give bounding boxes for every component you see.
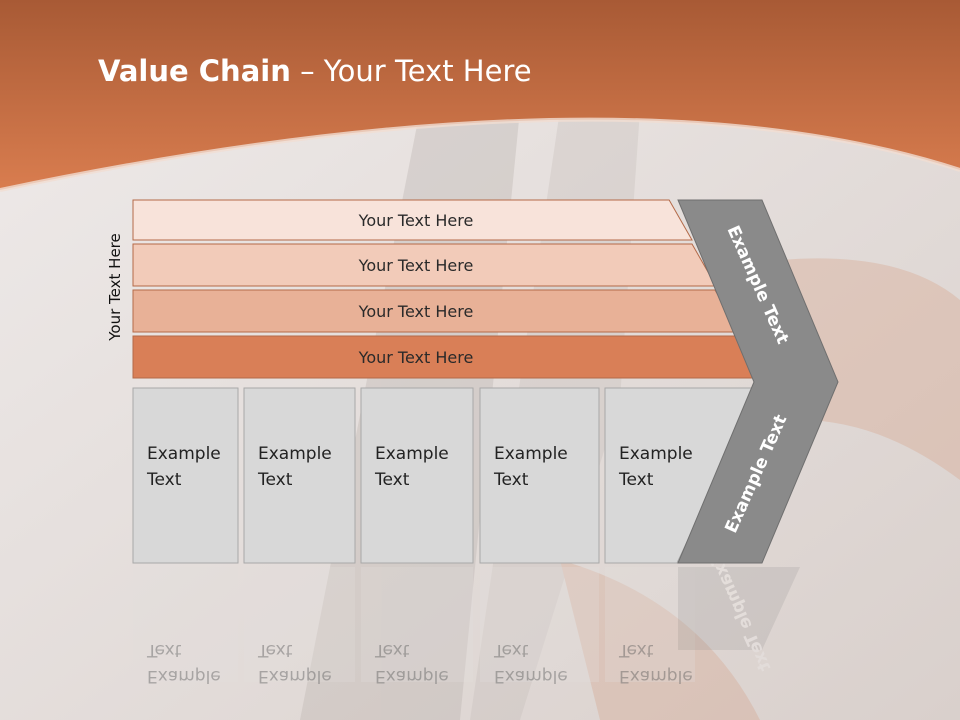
chevron-shape [677,199,839,564]
band-1 [132,199,693,241]
box-5-reflection-line2: Text [618,640,654,660]
box-1-line2: Text [146,470,182,490]
band-3-label: Your Text Here [358,302,474,321]
chevron-reflection: Example Text [678,550,800,674]
box-1 [132,387,239,564]
band-4-label: Your Text Here [358,348,474,367]
box-2-reflection: Example Text [244,567,355,686]
box-2-line1: Example [258,444,332,464]
box-4-reflection-line2: Text [493,640,529,660]
box-1-line1: Example [147,444,221,464]
box-4-line2: Text [493,470,529,490]
box-3 [360,387,474,564]
box-3-line1: Example [375,444,449,464]
box-5-line2: Text [618,470,654,490]
box-1-reflection: Example Text [133,567,238,686]
box-5-reflection: Example Text [605,567,695,686]
box-2 [243,387,356,564]
box-3-reflection: Example Text [361,567,473,686]
box-1-reflection-line1: Example [147,666,221,686]
title-rest: – Your Text Here [290,54,532,88]
box-3-reflection-line2: Text [374,640,410,660]
box-5-line1: Example [619,444,693,464]
band-2-label: Your Text Here [358,256,474,275]
box-4-reflection-line1: Example [494,666,568,686]
reflection: ExampleTextExampleTextExampleTextExample… [133,550,800,686]
box-4-line1: Example [494,444,568,464]
slide-title: Value Chain – Your Text Here [98,54,532,88]
box-2-line2: Text [257,470,293,490]
box-5 [604,387,761,564]
box-3-reflection-line1: Example [375,666,449,686]
box-4-reflection: Example Text [480,567,599,686]
band-1-label: Your Text Here [358,211,474,230]
box-5-reflection-line1: Example [619,666,693,686]
box-3-line2: Text [374,470,410,490]
box-2-reflection-line1: Example [258,666,332,686]
box-4 [479,387,600,564]
title-bold: Value Chain [98,54,291,88]
box-2-reflection-line2: Text [257,640,293,660]
box-1-reflection-line2: Text [146,640,182,660]
